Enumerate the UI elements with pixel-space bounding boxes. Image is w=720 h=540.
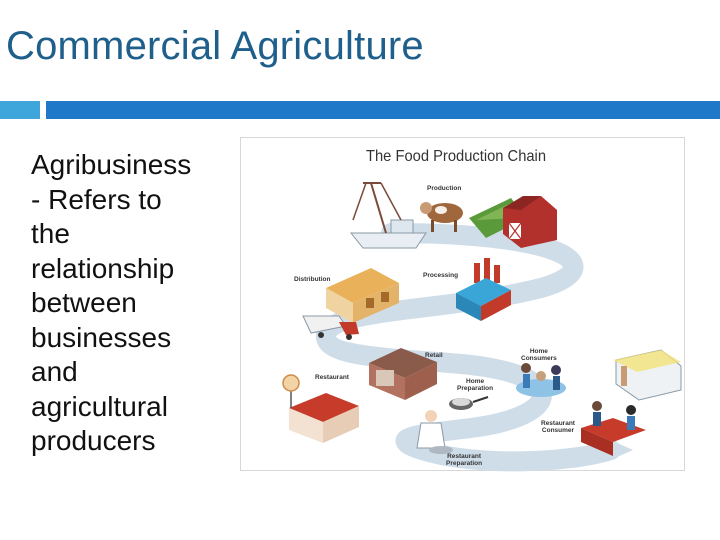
label-processing: Processing xyxy=(423,272,459,279)
restaurant-icon xyxy=(282,374,359,443)
label-home-consumers: Home Consumers xyxy=(521,348,557,362)
label-distribution: Distribution xyxy=(294,276,331,283)
cow-icon xyxy=(420,202,463,232)
truck-icon xyxy=(302,315,359,340)
kiosk-icon xyxy=(613,349,682,401)
factory-icon xyxy=(456,258,511,321)
label-home-preparation: Home Preparation xyxy=(457,378,494,392)
label-restaurant: Restaurant xyxy=(315,374,349,381)
restaurant-consumers-icon xyxy=(581,401,646,456)
chain-artwork xyxy=(282,182,682,472)
fishing-boat-icon xyxy=(349,182,427,249)
chef-icon xyxy=(416,410,453,454)
label-retail: Retail xyxy=(425,352,443,359)
accent-bar-small xyxy=(0,101,40,119)
label-production: Production xyxy=(427,185,462,192)
frying-pan-icon xyxy=(449,396,489,410)
accent-bar-large xyxy=(46,101,720,119)
retail-store-icon xyxy=(369,348,437,400)
flow-path xyxy=(316,223,621,472)
food-production-chain-diagram: The Food Production Chain xyxy=(240,137,685,472)
barn-icon xyxy=(503,196,557,248)
body-text: Agribusiness - Refers to the relationshi… xyxy=(31,149,192,456)
label-restaurant-consumer: Restaurant Consumer xyxy=(541,420,575,434)
warehouse-icon xyxy=(326,268,399,323)
diagram-title: The Food Production Chain xyxy=(366,148,547,165)
slide-title: Commercial Agriculture xyxy=(6,24,424,68)
label-restaurant-preparation: Restaurant Preparation xyxy=(446,453,483,467)
home-consumers-icon xyxy=(516,363,566,397)
